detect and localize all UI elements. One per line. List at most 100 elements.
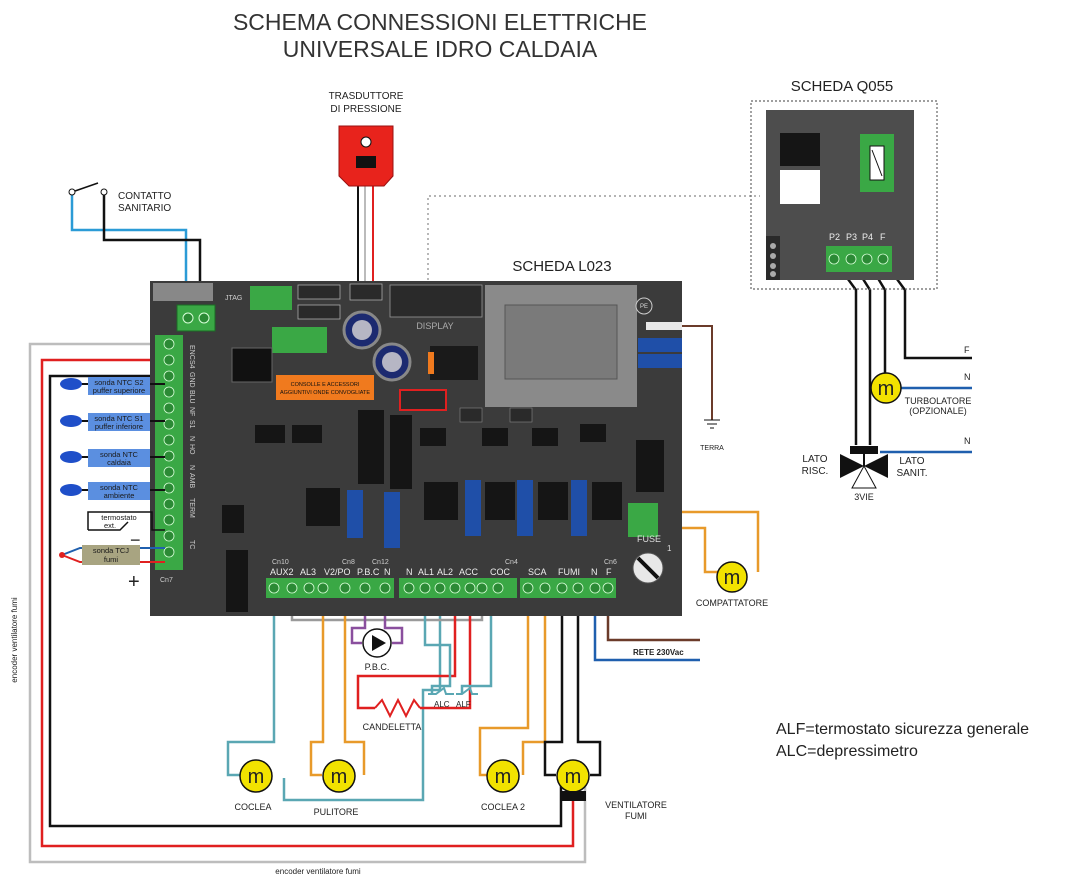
- display-connector: [389, 284, 483, 318]
- lato-risc-1: LATO: [802, 454, 827, 465]
- wire-pbc-2: [383, 595, 404, 645]
- lato-sanit-2: SANIT.: [896, 468, 927, 479]
- relay-black-1: [358, 410, 384, 484]
- lt-enc: ENC: [188, 345, 195, 360]
- compattatore-motor: m COMPATTATORE: [696, 561, 768, 608]
- transducer-connector: [349, 283, 383, 301]
- bt-pbc: P.B.C: [357, 567, 380, 577]
- left-terminal-screws: [163, 338, 175, 558]
- bt-al1: AL1: [418, 567, 434, 577]
- bt-n3: N: [591, 567, 598, 577]
- black-relay-small: [430, 346, 478, 380]
- bt-al2: AL2: [437, 567, 453, 577]
- compattatore-motor-symbol: m: [724, 567, 741, 589]
- relay-blue-1: [638, 338, 682, 352]
- wire-coclea2-1: [478, 595, 530, 777]
- lt-amb: AMB: [188, 473, 195, 489]
- bt-v2po: V2/PO: [324, 567, 351, 577]
- wire-encoder-gray: [28, 342, 587, 864]
- wire-earth: [682, 325, 713, 420]
- wire-pbc-1: [350, 595, 367, 645]
- pe-label: PE: [640, 304, 648, 310]
- ventilatore-label-1: VENTILATORE: [605, 800, 667, 810]
- wire-alc: [423, 595, 452, 694]
- wire-candeletta-1: [356, 595, 457, 710]
- relay-blue-2: [638, 354, 682, 368]
- thermostat-line1: termostato: [101, 513, 136, 522]
- bt-al3: AL3: [300, 567, 316, 577]
- pulitore-label: PULITORE: [314, 807, 359, 817]
- consolle-label-1: CONSOLLE E ACCESSORI: [291, 382, 360, 388]
- fuse-number: 1: [667, 544, 672, 553]
- bt-n2: N: [406, 567, 413, 577]
- lt-nf: NF: [188, 407, 195, 416]
- pbc-label: P.B.C.: [365, 662, 390, 672]
- q055-p2: P2: [829, 232, 840, 242]
- sensor-s2-line1: sonda NTC S2: [94, 378, 143, 387]
- diagram-title-line2: UNIVERSALE IDRO CALDAIA: [283, 36, 598, 62]
- main-board: JTAG DISPLAY CONSOLLE E ACCESSORI AGGIUN…: [150, 281, 682, 616]
- ventilatore-motor-symbol: m: [565, 766, 582, 788]
- compattatore-terminal: [628, 503, 658, 537]
- coclea-motor: m COCLEA: [234, 759, 273, 812]
- consolle-label-2: AGGIUNTIVI ONDE CONVOGLIATE: [280, 390, 370, 396]
- ventilatore-motor: m VENTILATORE FUMI: [556, 759, 667, 821]
- legend-alc: ALC=depressimetro: [776, 743, 918, 760]
- left-terminal-names: ENC S4 GND BLU NF S1 N HO N AMB TERM TC: [188, 345, 195, 549]
- relay-blue-v1: [347, 490, 363, 538]
- consolle-connector: [399, 389, 447, 411]
- transducer-label-1: TRASDUTTORE: [329, 91, 404, 102]
- lt-n1: N: [188, 436, 195, 441]
- bt-aux2: AUX2: [270, 567, 294, 577]
- sensor-caldaia-line1: sonda NTC: [100, 450, 139, 459]
- encoder-bottom-label: encoder ventilatore fumi: [275, 867, 361, 876]
- lt-s4: S4: [188, 360, 195, 369]
- line-f-label: F: [964, 345, 970, 355]
- relay-blue-v2: [384, 492, 400, 548]
- bottom-terminal-cn10: [266, 578, 394, 598]
- contact-label-1: CONTATTO: [118, 191, 172, 202]
- lt-s1: S1: [188, 420, 195, 429]
- sensor-s2: sonda NTC S2 puffer superiore: [60, 377, 165, 395]
- q055-f: F: [880, 232, 886, 242]
- cn7-label: Cn7: [160, 577, 173, 584]
- bt-n1: N: [384, 567, 391, 577]
- earth-symbol: TERRA: [700, 419, 724, 452]
- sensor-s1-line1: sonda NTC S1: [94, 414, 143, 423]
- alc-label: ALC: [434, 700, 450, 709]
- wire-coclea-teal: [226, 595, 276, 777]
- candeletta: CANDELETTA: [363, 697, 422, 732]
- tcj-minus: −: [130, 530, 141, 550]
- wire-pulitore-1: [309, 595, 325, 777]
- bt-sca: SCA: [528, 567, 547, 577]
- lt-ho: HO: [188, 444, 195, 455]
- sensor-tcj: sonda TCJ fumi − +: [59, 530, 165, 593]
- cn12-label: Cn12: [372, 559, 389, 566]
- candeletta-label: CANDELETTA: [363, 722, 422, 732]
- bottom-terminal-screws: [268, 582, 614, 594]
- coclea2-label: COCLEA 2: [481, 802, 525, 812]
- lato-sanit-1: LATO: [899, 456, 924, 467]
- tcj-line2: fumi: [104, 555, 119, 564]
- cn4-label: Cn4: [505, 559, 518, 566]
- contact-label-2: SANITARIO: [118, 203, 171, 214]
- wire-encoder-red: [40, 358, 575, 848]
- cn10-label: Cn10: [272, 559, 289, 566]
- transistors: [255, 407, 606, 446]
- cn8-label: Cn8: [342, 559, 355, 566]
- thermostat-line2: ext.: [104, 521, 116, 530]
- alc-alf-switches: ALC ALF: [428, 686, 478, 709]
- tre-vie-label: 3VIE: [854, 492, 874, 502]
- tcj-line1: sonda TCJ: [93, 546, 129, 555]
- q055-p4: P4: [862, 232, 873, 242]
- relay-black-2: [390, 415, 412, 489]
- terra-label: TERRA: [700, 445, 724, 452]
- relay-black-3: [636, 440, 664, 492]
- ventilatore-label-2: FUMI: [625, 811, 647, 821]
- three-way-valve: LATO RISC. LATO SANIT. 3VIE: [802, 446, 928, 502]
- diagram-title-line1: SCHEMA CONNESSIONI ELETTRICHE: [233, 9, 647, 35]
- lato-risc-2: RISC.: [802, 466, 829, 477]
- encoder-left-label: encoder ventilatore fumi: [10, 597, 19, 683]
- lt-tc: TC: [188, 540, 195, 549]
- alf-label: ALF: [456, 700, 471, 709]
